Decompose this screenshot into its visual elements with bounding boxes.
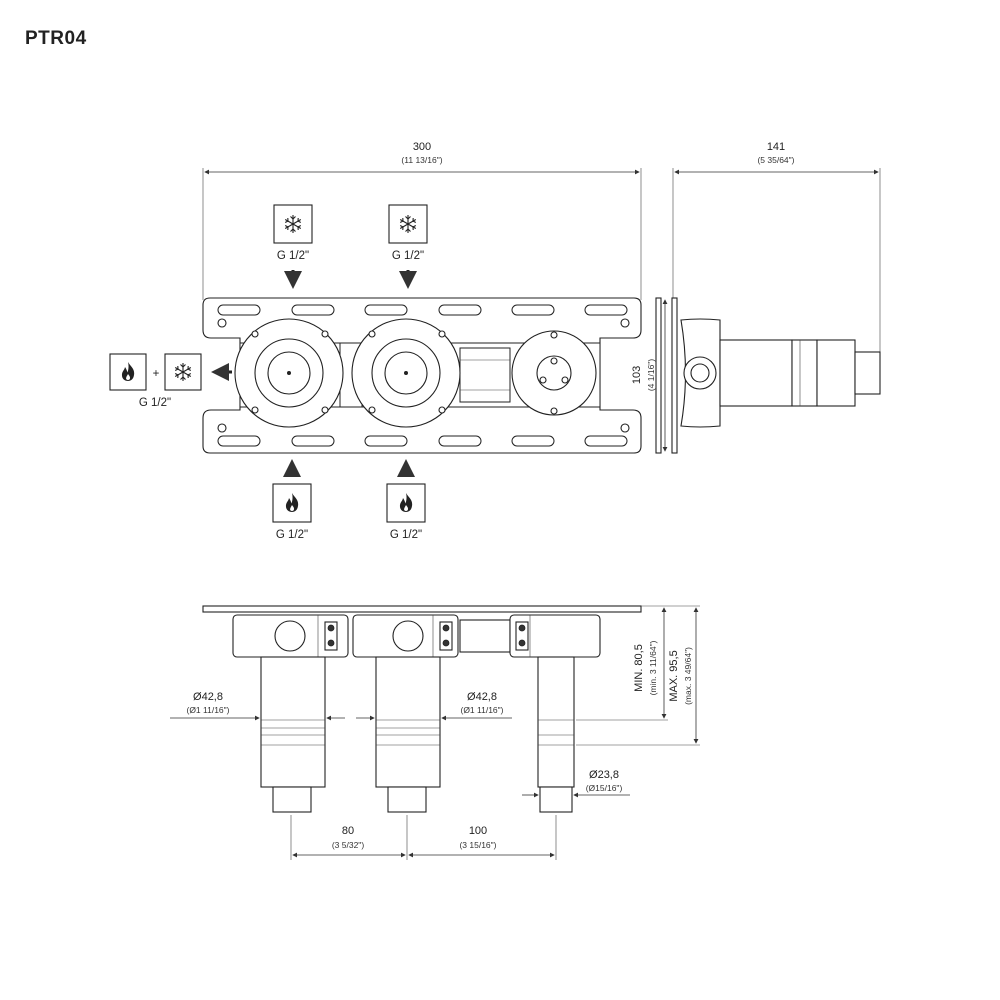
spacing-2-imperial: (3 15/16") (459, 840, 496, 850)
dimension-depth: 141 (5 35/64") (672, 141, 881, 355)
min-value: MIN. 80,5 (633, 644, 645, 692)
product-code-title: PTR04 (25, 28, 87, 49)
min-imperial: (min. 3 11/64") (648, 640, 658, 695)
connection-label: G 1/2" (390, 529, 422, 541)
side-view (202, 605, 642, 813)
dimension-width: 300 (11 13/16") (202, 141, 642, 300)
cold-inlet-middle: G 1/2" (388, 204, 428, 289)
connection-label: G 1/2" (139, 397, 171, 409)
diameter-middle-imperial: (Ø1 11/16") (460, 705, 503, 715)
hot-inlet-middle: G 1/2" (386, 459, 426, 541)
width-value: 300 (413, 141, 431, 153)
dimension-height: 103 (4 1/16") (631, 299, 668, 452)
diameter-left: Ø42,8 (Ø1 11/16") (170, 691, 345, 721)
height-imperial: (4 1/16") (646, 359, 656, 391)
diameter-small-value: Ø23,8 (589, 769, 619, 781)
depth-value: 141 (767, 141, 785, 153)
valve-body-left (234, 318, 344, 428)
width-imperial: (11 13/16") (401, 155, 442, 165)
mixed-outlet: + G 1/2" (109, 353, 232, 409)
dimension-max: MAX. 95,5 (max. 3 49/64") (576, 607, 700, 746)
depth-imperial: (5 35/64") (757, 155, 794, 165)
hot-inlet-left: G 1/2" (272, 459, 312, 541)
diameter-small-imperial: (Ø15/16") (586, 783, 623, 793)
spacing-2-value: 100 (469, 825, 487, 837)
diameter-middle: Ø42,8 (Ø1 11/16") (356, 691, 512, 721)
spacing-dimensions: 80 (3 5/32") 100 (3 15/16") (290, 815, 557, 860)
diameter-left-imperial: (Ø1 11/16") (186, 705, 229, 715)
connection-label: G 1/2" (277, 250, 309, 262)
cold-inlet-left: G 1/2" (273, 204, 313, 289)
side-projection (655, 297, 881, 454)
valve-body-right (511, 330, 597, 416)
max-value: MAX. 95,5 (668, 650, 680, 701)
valve-body-middle (351, 318, 461, 428)
spacing-1-imperial: (3 5/32") (332, 840, 364, 850)
diameter-left-value: Ø42,8 (193, 691, 223, 703)
height-value: 103 (631, 366, 643, 384)
dimension-min: MIN. 80,5 (min. 3 11/64") (576, 605, 700, 721)
diameter-small: Ø23,8 (Ø15/16") (522, 769, 630, 798)
plus-sign: + (153, 368, 160, 380)
max-imperial: (max. 3 49/64") (683, 647, 693, 705)
diameter-middle-value: Ø42,8 (467, 691, 497, 703)
spacing-1-value: 80 (342, 825, 354, 837)
connection-label: G 1/2" (276, 529, 308, 541)
connection-label: G 1/2" (392, 250, 424, 262)
